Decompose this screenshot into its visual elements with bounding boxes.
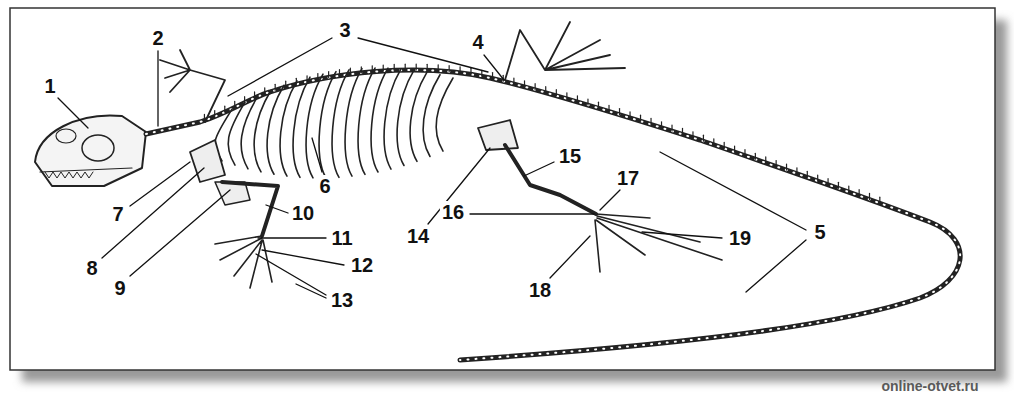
ribs: [215, 68, 453, 178]
callout-number: 5: [812, 221, 827, 243]
callout-number: 19: [727, 227, 753, 249]
jaw-line: [40, 168, 132, 172]
far-forelimb: [160, 50, 225, 122]
callout-number: 15: [557, 145, 583, 167]
callout-number: 10: [290, 202, 316, 224]
vertebra-joints: [146, 70, 960, 360]
callout-number: 2: [150, 27, 165, 49]
callout-number: 18: [527, 279, 553, 301]
teeth: [45, 172, 93, 178]
callout-number: 9: [112, 277, 127, 299]
callout-number: 13: [329, 289, 355, 311]
hindlimb: [505, 145, 596, 214]
neural-spines: [204, 64, 879, 203]
orbit: [82, 135, 114, 161]
leader-lines: [58, 38, 806, 298]
callout-number: 14: [405, 225, 431, 247]
callout-number: 16: [440, 201, 466, 223]
callout-number: 17: [615, 167, 641, 189]
nostril: [56, 129, 76, 143]
callout-number: 7: [110, 203, 125, 225]
skull: [35, 115, 146, 186]
callout-number: 8: [84, 257, 99, 279]
far-hindlimb: [505, 22, 625, 80]
frame: [10, 8, 995, 370]
fore-digits: [215, 236, 272, 288]
callout-number: 4: [470, 31, 485, 53]
callout-number: 6: [317, 175, 332, 197]
pelvis: [478, 120, 518, 150]
callout-number: 11: [329, 227, 354, 249]
watermark: online-otvet.ru: [879, 375, 980, 397]
callout-number: 3: [337, 19, 352, 41]
hind-digits: [595, 214, 722, 272]
callout-number: 1: [42, 75, 57, 97]
spine: [146, 70, 960, 360]
callout-number: 12: [349, 254, 375, 276]
